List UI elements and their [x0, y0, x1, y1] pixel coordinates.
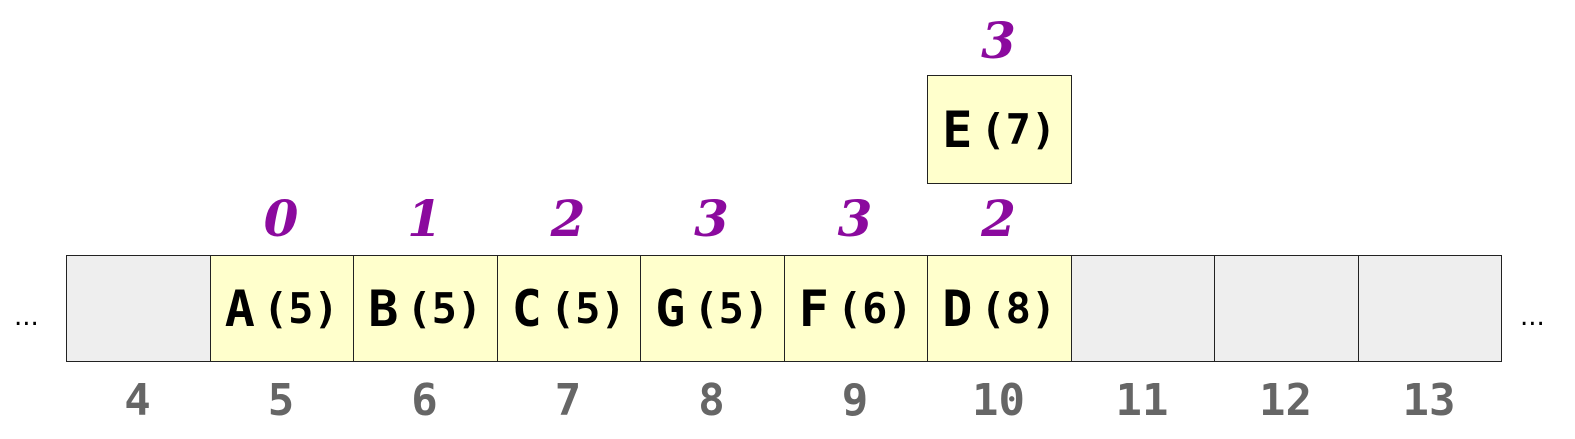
- slot-index-label: 9: [841, 375, 869, 426]
- slot-index-label: 5: [267, 375, 295, 426]
- table-slot-filled: B(5): [353, 255, 498, 362]
- slot-key: A: [224, 279, 255, 338]
- slot-index-label: 13: [1402, 375, 1456, 426]
- probe-distance-label: 0: [263, 189, 299, 248]
- slot-home-hash: (6): [836, 284, 913, 333]
- incoming-key: E: [942, 100, 973, 159]
- probe-distance-label: 3: [837, 189, 873, 248]
- slot-key: C: [511, 279, 542, 338]
- table-slot-filled: F(6): [783, 255, 928, 362]
- incoming-home-hash: (7): [980, 105, 1057, 154]
- table-slot-filled: D(8): [927, 255, 1072, 362]
- slot-home-hash: (5): [262, 284, 339, 333]
- slot-index-label: 10: [972, 375, 1025, 426]
- ellipsis-left: ...: [14, 302, 39, 332]
- table-slot-filled: A(5): [209, 255, 354, 362]
- probe-distance-label: 1: [407, 189, 442, 248]
- table-slot-filled: G(5): [640, 255, 785, 362]
- slot-index-label: 4: [124, 375, 151, 426]
- slot-home-hash: (8): [980, 284, 1057, 333]
- slot-home-hash: (5): [693, 284, 770, 333]
- slot-index-label: 11: [1115, 375, 1169, 426]
- table-slot-empty: [1214, 255, 1359, 362]
- table-slot-empty: [66, 255, 211, 362]
- table-slot-filled: C(5): [496, 255, 641, 362]
- slot-index-label: 6: [411, 375, 438, 426]
- slot-index-label: 8: [698, 375, 725, 426]
- probe-distance-label: 2: [981, 189, 1016, 248]
- probe-distance-label: 2: [550, 189, 586, 248]
- slot-home-hash: (5): [406, 284, 483, 333]
- probe-distance-label: 3: [694, 189, 729, 248]
- incoming-probe-distance-label: 3: [981, 11, 1016, 70]
- ellipsis-right: ...: [1520, 302, 1545, 332]
- incoming-element-box: E(7): [927, 75, 1072, 184]
- slot-index-label: 12: [1259, 375, 1312, 426]
- table-slot-empty: [1070, 255, 1215, 362]
- slot-home-hash: (5): [549, 284, 626, 333]
- slot-key: B: [368, 279, 399, 338]
- slot-key: F: [798, 279, 829, 338]
- table-slot-empty: [1357, 255, 1502, 362]
- slot-key: D: [942, 279, 973, 338]
- slot-key: G: [655, 279, 686, 338]
- slot-index-label: 7: [554, 375, 582, 426]
